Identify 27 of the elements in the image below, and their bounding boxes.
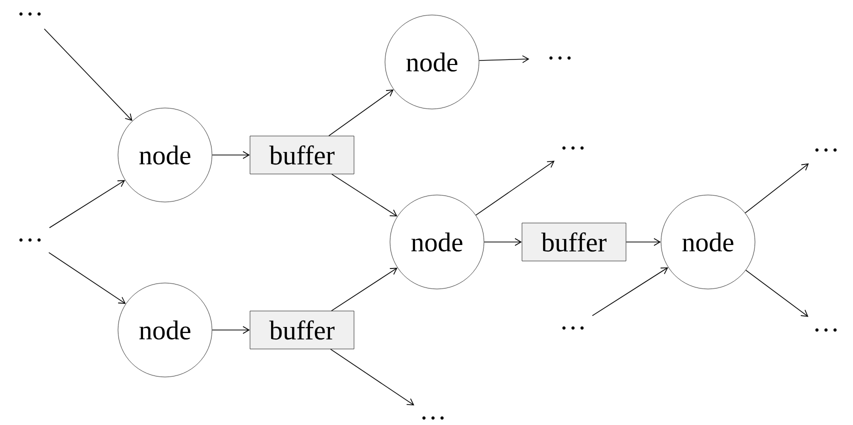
arrow [212, 151, 250, 159]
buffer-box: buffer [522, 222, 626, 262]
buffer-box: buffer [250, 310, 354, 350]
arrow [745, 270, 808, 317]
ellipsis-text: … [562, 146, 584, 150]
arrow [592, 267, 668, 316]
arrow [212, 326, 250, 334]
ellipsis-text: … [562, 326, 584, 330]
ellipsis-text: … [19, 238, 41, 242]
arrow [626, 238, 661, 246]
arrow [331, 268, 398, 312]
arrow [330, 348, 414, 406]
arrow [331, 174, 398, 216]
buffer-box: buffer [250, 136, 354, 174]
ellipsis-text: … [815, 328, 837, 332]
arrow [49, 180, 126, 228]
ellipsis-text: … [19, 12, 41, 16]
ellipsis-text: … [549, 56, 571, 60]
arrow [484, 238, 522, 246]
arrow [475, 160, 555, 216]
ellipsis-text: … [422, 416, 444, 420]
ellipsis-text: … [815, 148, 837, 152]
arrow [44, 28, 132, 121]
arrow [48, 252, 126, 304]
arrow [328, 89, 394, 136]
arrow [478, 55, 530, 64]
arrow [744, 163, 809, 214]
